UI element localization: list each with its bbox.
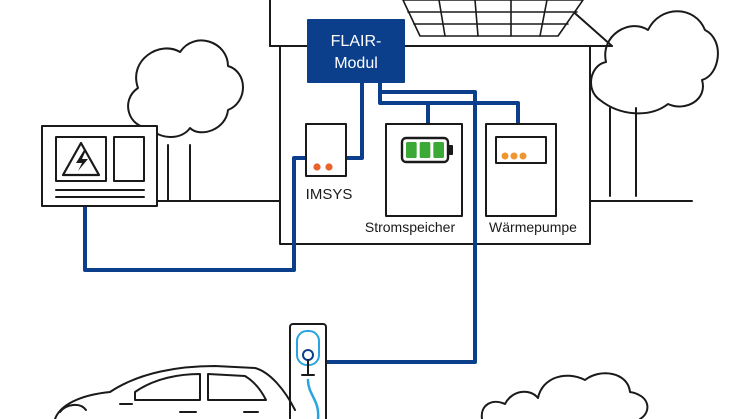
lightning-warning-icon <box>61 141 101 177</box>
ev-charging-station-icon[interactable] <box>289 323 327 419</box>
meter-led-1 <box>313 163 321 171</box>
left-tree-icon <box>127 39 244 201</box>
right-tree-icon <box>590 10 719 197</box>
solar-panel-icon <box>402 0 584 37</box>
imsys-label: IMSYS <box>306 186 353 203</box>
grid-cabinet-icon <box>41 125 158 207</box>
connection-lines <box>83 82 520 364</box>
battery-cells <box>406 142 444 158</box>
cloud-icon <box>480 372 649 419</box>
imsys-meter[interactable]: IMSYS <box>305 123 353 203</box>
connection-module-to-heatpump <box>380 101 520 123</box>
storage-label: Stromspeicher <box>365 219 456 235</box>
flair-module[interactable]: FLAIR- Modul <box>307 19 405 83</box>
module-label-line2: Modul <box>334 55 378 72</box>
battery-cell <box>406 142 417 158</box>
heatpump-dot-2 <box>510 152 518 160</box>
battery-cell <box>433 142 444 158</box>
connection-module-to-imsys <box>347 82 364 160</box>
storage-unit[interactable]: Stromspeicher <box>365 123 463 235</box>
charging-cable <box>306 378 320 419</box>
heatpump-unit[interactable]: Wärmepumpe <box>485 123 577 235</box>
meter-led-2 <box>325 163 333 171</box>
heatpump-dot-1 <box>501 152 509 160</box>
heatpump-label: Wärmepumpe <box>489 219 577 235</box>
module-label-line1: FLAIR- <box>331 33 382 50</box>
electric-car-icon <box>54 365 296 419</box>
battery-icon <box>400 136 453 164</box>
battery-cell <box>419 142 431 158</box>
connection-module-to-charger <box>325 82 477 364</box>
heatpump-dot-3 <box>519 152 527 160</box>
connection-grid-to-imsys <box>83 156 305 272</box>
